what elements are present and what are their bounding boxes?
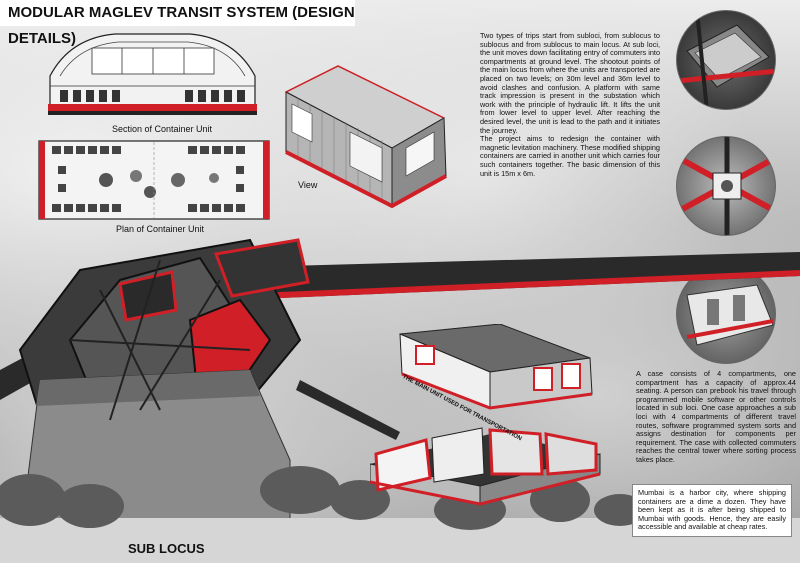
detail-circle-top [676, 10, 776, 110]
detail-circle-bottom [676, 264, 776, 364]
detail-circle-middle [676, 136, 776, 236]
detail-circle-top-art [677, 11, 775, 109]
section-caption: Section of Container Unit [112, 124, 213, 134]
mumbai-paragraph: Mumbai is a harbor city, where shipping … [632, 484, 792, 537]
project-text: The project aims to redesign the contain… [480, 134, 660, 178]
trips-text: Two types of trips start from subloci, f… [480, 31, 660, 135]
main-unit-render [370, 324, 601, 506]
plan-drawing [38, 140, 270, 220]
section-drawing [48, 33, 257, 115]
plan-caption: Plan of Container Unit [116, 224, 205, 234]
detail-circle-middle-art [677, 137, 775, 235]
trips-paragraph: Two types of trips start from subloci, f… [480, 31, 660, 178]
detail-circle-bottom-art [686, 284, 774, 346]
container-view-drawing [284, 65, 447, 209]
view-caption: View [298, 180, 318, 190]
page-title: MODULAR MAGLEV TRANSIT SYSTEM (DESIGN DE… [0, 0, 355, 47]
case-paragraph: A case consists of 4 compartments, one c… [636, 369, 796, 464]
sub-locus-caption: SUB LOCUS [128, 541, 205, 556]
